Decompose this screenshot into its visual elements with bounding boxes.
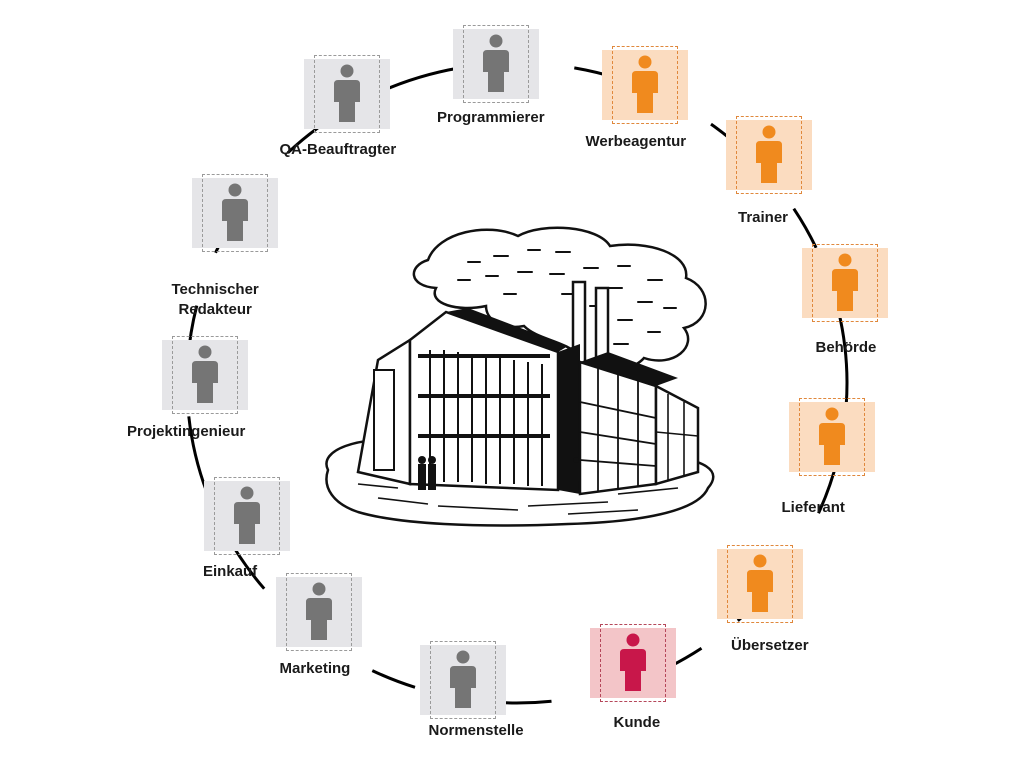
person-icon [620,633,646,691]
person-icon [192,345,218,403]
tile-frame [463,25,529,103]
role-label: Projektingenieur [127,423,246,440]
role-tile [204,477,290,555]
tile-frame [430,641,496,719]
role-tile [192,174,278,252]
role-label: Marketing [279,660,351,677]
person-icon [234,486,260,544]
ring-segment [792,207,818,249]
factory-illustration [325,226,715,527]
person-icon [756,125,782,183]
tile-frame [286,573,352,651]
role-label: Kunde [613,714,661,731]
role-tile [420,641,506,719]
role-tile [162,336,248,414]
tile-frame [799,398,865,476]
person-icon [334,64,360,122]
person-icon [306,582,332,640]
tile-frame [600,624,666,702]
role-label: Normenstelle [428,722,524,739]
role-label: Einkauf [203,563,258,580]
tile-frame [612,46,678,124]
role-label-line: Technischer [171,281,259,298]
tile-frame [172,336,238,414]
tile-frame [214,477,280,555]
role-tile [802,244,888,322]
role-label: Programmierer [437,109,545,126]
role-tile [789,398,875,476]
role-tile [726,116,812,194]
person-icon [222,183,248,241]
role-label: QA-Beauftragter [279,141,397,158]
role-tile [304,55,390,133]
person-icon [632,55,658,113]
role-label: Behörde [815,339,877,356]
role-label-line: Redakteur [178,301,252,318]
role-tile [590,624,676,702]
role-label: Lieferant [781,499,845,516]
ring-segment [371,669,416,689]
role-tile [717,545,803,623]
person-icon [483,34,509,92]
role-tile [276,573,362,651]
person-icon [747,554,773,612]
role-label: Übersetzer [731,637,809,654]
role-tile [602,46,688,124]
tile-frame [812,244,878,322]
tile-frame [727,545,793,623]
tile-frame [314,55,380,133]
tile-frame [736,116,802,194]
role-tile [453,25,539,103]
role-label: Trainer [738,209,789,226]
person-icon [832,253,858,311]
person-icon [450,650,476,708]
person-icon [819,407,845,465]
tile-frame [202,174,268,252]
role-label: Werbeagentur [585,133,687,150]
ring-segment [837,310,849,406]
